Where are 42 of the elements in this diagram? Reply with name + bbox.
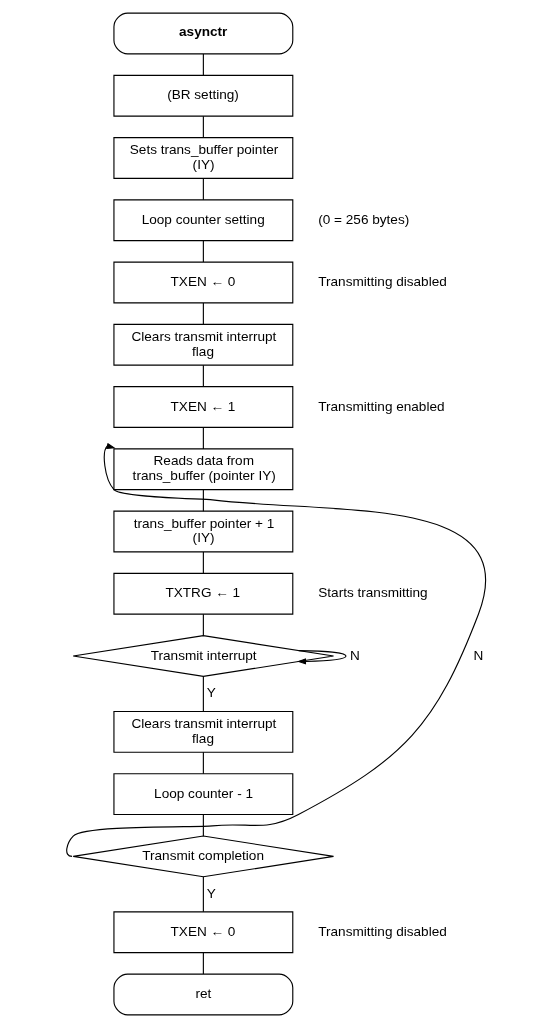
connector <box>202 177 204 201</box>
connector <box>202 364 204 388</box>
node-box: TXEN ← 1 <box>113 386 294 428</box>
connector <box>202 302 204 325</box>
edge-label: N <box>350 647 360 663</box>
node-diamond: Transmit interrupt <box>72 635 335 677</box>
node-box: (BR setting) <box>113 74 294 117</box>
connector <box>202 53 204 76</box>
connector <box>202 240 204 263</box>
node-box: ret <box>113 973 294 1016</box>
node-label: Transmitting disabled <box>318 923 447 939</box>
node-label: Transmitting enabled <box>318 398 445 414</box>
connector <box>202 675 204 712</box>
node-box: TXEN ← 0 <box>113 261 294 304</box>
edge-label: Y <box>206 685 216 701</box>
node-box: Reads data from trans_buffer (pointer IY) <box>113 448 294 491</box>
node-label: (0 = 256 bytes) <box>318 211 410 227</box>
node-box: TXTRG ← 1 <box>113 572 294 615</box>
node-box: Loop counter setting <box>113 199 294 242</box>
node-box: Loop counter - 1 <box>113 773 294 816</box>
node-box: Sets trans_buffer pointer (IY) <box>113 137 294 179</box>
connector <box>202 952 204 975</box>
arrow <box>296 650 347 665</box>
connector <box>202 751 204 775</box>
connector <box>202 115 204 139</box>
node-box: TXEN ← 0 <box>113 911 294 954</box>
node-box: Clears transmit interrupt flag <box>113 323 294 366</box>
node-diamond: Transmit completion <box>72 835 335 878</box>
connector <box>202 613 204 637</box>
connector <box>202 426 204 450</box>
node-label: Starts transmitting <box>318 585 428 601</box>
node-label: Transmitting disabled <box>318 274 447 290</box>
node-box: Clears transmit interrupt flag <box>113 710 294 753</box>
connector <box>202 876 204 913</box>
edge-label: N <box>473 647 484 663</box>
connector <box>202 814 204 837</box>
arrow <box>66 442 486 857</box>
node-box: asynctr <box>113 12 294 55</box>
connector <box>202 551 204 574</box>
node-box: trans_buffer pointer + 1 (IY) <box>113 510 294 553</box>
connector <box>202 489 204 512</box>
edge-label: Y <box>206 885 216 901</box>
